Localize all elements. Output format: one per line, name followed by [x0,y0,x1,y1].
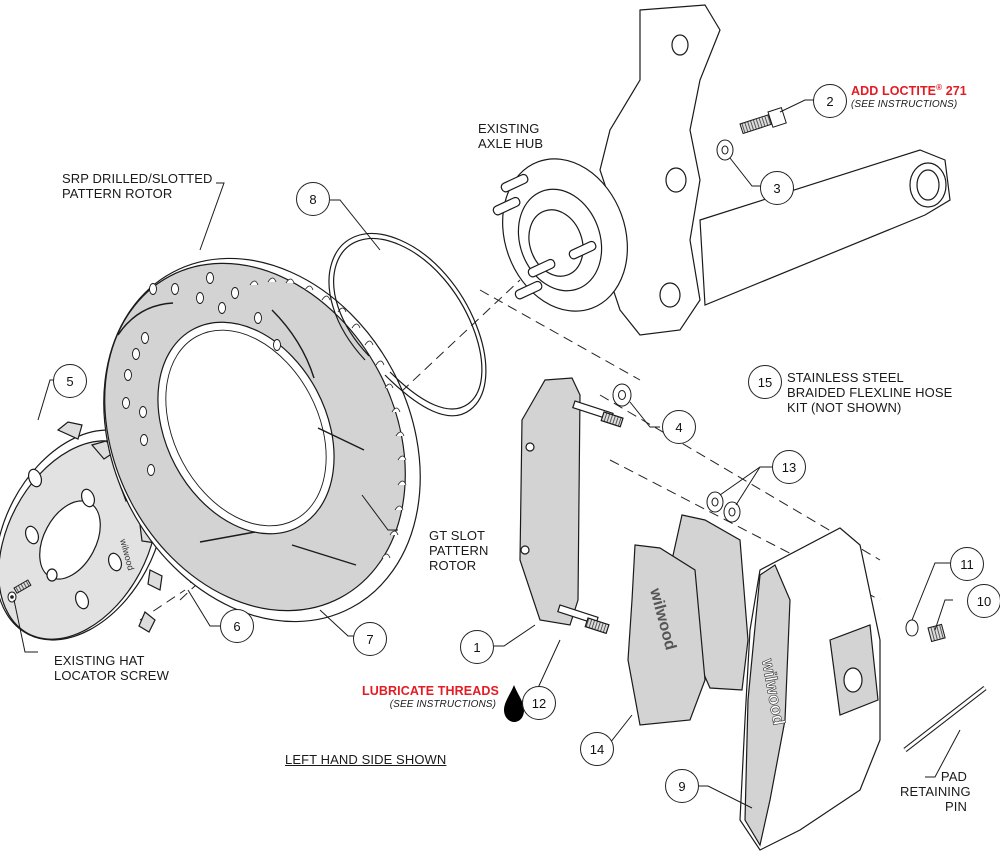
label-line: LOCATOR SCREW [54,668,169,683]
label-line: SRP DRILLED/SLOTTED [62,171,213,186]
label-line: PATTERN ROTOR [62,186,173,201]
label-srp-rotor: SRP DRILLED/SLOTTED PATTERN ROTOR [62,171,212,201]
registered-mark: ® [936,83,943,92]
lubricate-text: LUBRICATE THREADS [362,684,499,698]
hat-locator-screw [7,579,32,603]
label-line: PAD [940,769,967,784]
label-lubricate-note: LUBRICATE THREADS (SEE INSTRUCTIONS) [362,684,499,711]
loctite-text: ADD LOCTITE [851,84,937,99]
leader-lines [13,99,961,809]
callout-10: 10 [967,584,1000,618]
callout-3: 3 [760,171,794,205]
label-line: KIT (NOT SHOWN) [787,400,902,415]
callout-8: 8 [296,182,330,216]
callout-11: 11 [950,547,984,581]
callout-6: 6 [220,609,254,643]
loctite-subnote: (SEE INSTRUCTIONS) [851,99,958,111]
brake-caliper: wilwood [739,527,881,851]
caliper-bracket [519,377,624,635]
lubricate-subnote: (SEE INSTRUCTIONS) [389,699,496,710]
label-flexline-kit: STAINLESS STEEL BRAIDED FLEXLINE HOSE KI… [787,370,952,415]
label-line: STAINLESS STEEL [787,370,904,385]
callout-4: 4 [662,410,696,444]
callout-1: 1 [460,630,494,664]
label-line: RETAINING [900,784,971,799]
callout-7: 7 [353,622,387,656]
mounting-bolt [739,107,787,135]
label-loctite-note: ADD LOCTITE® 271 (SEE INSTRUCTIONS) [851,80,967,111]
label-line: ROTOR [429,558,477,573]
label-existing-axle-hub: EXISTING AXLE HUB [478,121,543,151]
label-line: PATTERN [429,543,489,558]
callout-2: 2 [813,84,847,118]
label-gt-rotor: GT SLOT PATTERN ROTOR [429,528,488,573]
label-line: GT SLOT [429,528,486,543]
axle-hub-knuckle [492,4,951,336]
label-line: PIN [945,799,967,814]
label-line: EXISTING HAT [54,653,145,668]
nut-10 [927,623,946,643]
callout-5: 5 [53,364,87,398]
oil-drop-icon [504,685,524,722]
label-line: EXISTING [478,121,540,136]
callout-9: 9 [665,769,699,803]
label-line: BRAIDED FLEXLINE HOSE [787,385,953,400]
pad-retaining-pin [903,686,987,752]
retaining-ring [328,233,487,417]
label-line: AXLE HUB [478,136,544,151]
callout-12: 12 [522,686,556,720]
loctite-number: 271 [942,84,967,99]
callout-13: 13 [772,450,806,484]
washer-11 [905,619,919,637]
brake-rotor [103,257,421,623]
shims [706,491,741,523]
callout-14: 14 [580,732,614,766]
label-hat-screw: EXISTING HAT LOCATOR SCREW [54,653,169,683]
label-left-hand-side: LEFT HAND SIDE SHOWN [285,752,447,767]
label-pad-retaining-pin: PAD RETAINING PIN [900,769,971,814]
brake-pads: wilwood [627,514,749,726]
callout-15: 15 [748,365,782,399]
